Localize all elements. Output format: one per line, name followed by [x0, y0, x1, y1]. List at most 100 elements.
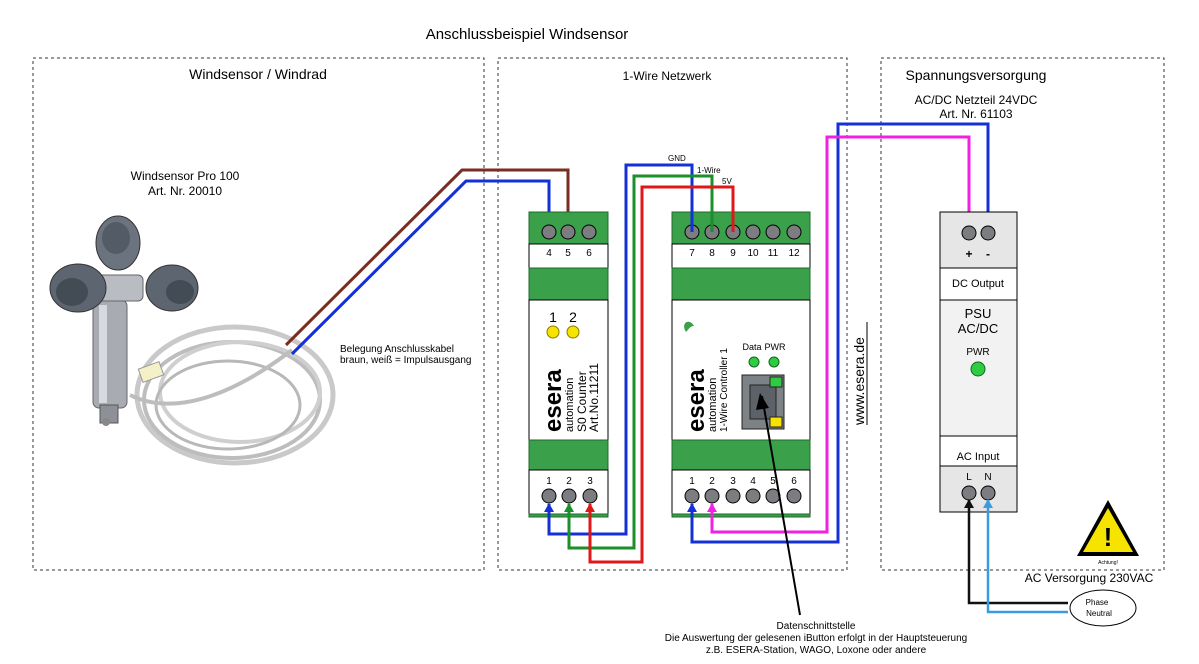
controller-terminal-label: 5 — [770, 476, 776, 487]
footer-line2: Die Auswertung der gelesenen iButton erf… — [665, 633, 967, 644]
psu-title: AC/DC Netzteil 24VDC — [915, 93, 1038, 107]
psu-plus-label: + — [965, 247, 972, 261]
psu-label-line1: PSU — [965, 306, 992, 321]
psu-art-number: Art. Nr. 61103 — [939, 107, 1012, 121]
section-title-windsensor: Windsensor / Windrad — [189, 66, 327, 82]
wire-phase — [967, 500, 1068, 605]
psu-label-line2: AC/DC — [958, 321, 998, 336]
counter-brand-sub: automation — [564, 378, 576, 432]
controller-brand-logo: esera — [683, 369, 710, 432]
counter-screw-1 — [541, 488, 557, 504]
counter-led-2 — [566, 325, 580, 339]
counter-terminal-label: 5 — [565, 248, 571, 259]
onewire-controller-module: 7 8 9 10 11 12 Data PWR esera automation… — [671, 211, 811, 518]
counter-product-name: S0 Counter — [575, 371, 589, 432]
ac-supply-ellipse — [1069, 589, 1137, 627]
counter-led-label: 2 — [569, 309, 577, 325]
wire-bus-onewire — [567, 174, 714, 550]
bus-label-onewire: 1-Wire — [697, 166, 721, 175]
psu-n-label: N — [984, 472, 991, 483]
footer-line3: z.B. ESERA-Station, WAGO, Loxone oder an… — [706, 645, 927, 656]
controller-terminal-label: 11 — [768, 248, 779, 259]
section-title-power: Spannungsversorgung — [906, 67, 1047, 83]
ac-supply-label: AC Versorgung 230VAC — [1025, 571, 1154, 585]
psu-minus-label: - — [986, 247, 990, 261]
psu-screw-n — [980, 485, 996, 501]
controller-screw-10 — [745, 224, 761, 240]
website-label: www.esera.de — [851, 337, 867, 426]
controller-led-pwr — [768, 356, 780, 368]
controller-screw-4 — [745, 488, 761, 504]
controller-terminal-label: 12 — [788, 248, 800, 259]
wire-bus-5v — [588, 185, 735, 564]
psu-l-label: L — [966, 472, 972, 483]
counter-brand-logo: esera — [540, 369, 567, 432]
controller-led-label-pwr: PWR — [765, 342, 786, 352]
controller-led-data — [748, 356, 760, 368]
controller-terminal-label: 6 — [791, 476, 797, 487]
section-box-network — [497, 57, 848, 571]
controller-led-label-data: Data — [742, 342, 761, 352]
counter-screw-6 — [581, 224, 597, 240]
ac-neutral-label: Neutral — [1086, 609, 1112, 618]
controller-terminal-label: 9 — [730, 248, 736, 259]
bus-label-5v: 5V — [722, 177, 732, 186]
controller-terminal-label: 3 — [730, 476, 736, 487]
warning-symbol: ! — [1104, 522, 1113, 552]
controller-terminal-label: 4 — [750, 476, 756, 487]
counter-terminal-label: 6 — [586, 248, 592, 259]
controller-screw-6 — [786, 488, 802, 504]
warning-text: Achtung! — [1098, 560, 1118, 566]
sensor-art-number: Art. Nr. 20010 — [148, 184, 222, 198]
controller-screw-11 — [765, 224, 781, 240]
wire-blue-sensor — [290, 179, 551, 356]
wire-brown — [284, 168, 570, 347]
counter-screw-5 — [560, 224, 576, 240]
controller-terminal-label: 8 — [709, 248, 715, 259]
sensor-name: Windsensor Pro 100 — [131, 169, 240, 183]
counter-art-number: Art.No.11211 — [587, 363, 601, 432]
controller-screw-12 — [786, 224, 802, 240]
data-interface-arrow — [761, 395, 801, 616]
counter-terminal-label: 2 — [566, 476, 572, 487]
counter-led-1 — [546, 325, 560, 339]
cable-note-line1: Belegung Anschlusskabel — [340, 344, 454, 355]
counter-screw-3 — [582, 488, 598, 504]
psu-pwr-led — [970, 361, 986, 377]
warning-triangle-icon: ! Achtung! — [1077, 500, 1139, 566]
controller-screw-2 — [704, 488, 720, 504]
wire-power-minus — [690, 122, 990, 544]
psu-screw-plus — [961, 225, 977, 241]
bus-label-gnd: GND — [668, 154, 686, 163]
section-title-network: 1-Wire Netzwerk — [623, 69, 713, 83]
psu-module: + - DC Output PSU AC/DC PWR AC Input L N — [939, 211, 1018, 513]
controller-screw-3 — [725, 488, 741, 504]
controller-brand-sub: automation — [707, 378, 719, 432]
counter-screw-4 — [541, 224, 557, 240]
psu-pwr-label: PWR — [966, 347, 989, 358]
leaf-logo-icon — [684, 321, 694, 332]
anemometer-image — [49, 215, 336, 466]
wire-power-plus — [710, 135, 971, 534]
controller-terminal-label: 2 — [709, 476, 715, 487]
counter-terminal-label: 3 — [587, 476, 593, 487]
psu-screw-minus — [980, 225, 996, 241]
controller-terminal-label: 7 — [689, 248, 695, 259]
counter-terminal-label: 1 — [546, 476, 552, 487]
psu-screw-l — [961, 485, 977, 501]
psu-ac-input-label: AC Input — [957, 451, 1000, 463]
wire-arrowheads — [544, 503, 717, 512]
controller-screw-1 — [684, 488, 700, 504]
psu-dc-output-label: DC Output — [952, 278, 1004, 290]
ac-phase-label: Phase — [1086, 598, 1109, 607]
s0-counter-module: 4 5 6 1 2 esera automation S0 Counter Ar… — [528, 211, 609, 518]
controller-product-name: 1-Wire Controller 1 — [719, 348, 730, 432]
footer-line1: Datenschnittstelle — [777, 621, 856, 632]
diagram-title: Anschlussbeispiel Windsensor — [426, 26, 629, 43]
section-box-power — [880, 57, 1165, 571]
controller-terminal-label: 1 — [689, 476, 695, 487]
controller-terminal-label: 10 — [747, 248, 759, 259]
section-box-windsensor — [32, 57, 485, 571]
counter-terminal-label: 4 — [546, 248, 552, 259]
